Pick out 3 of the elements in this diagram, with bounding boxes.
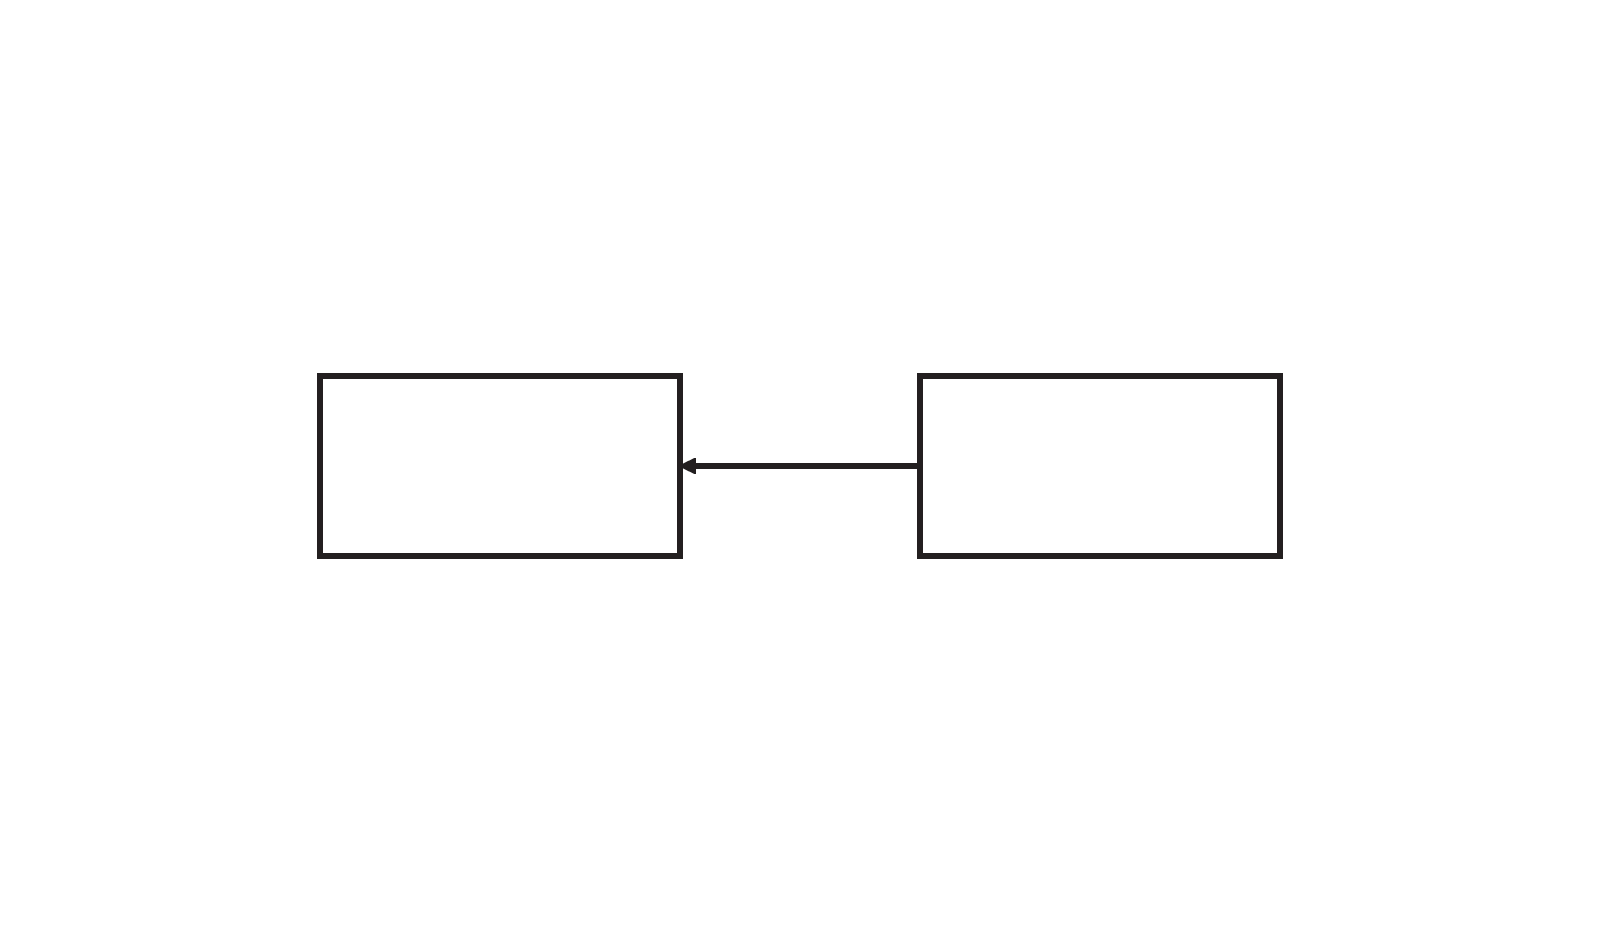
node-box <box>917 373 1283 559</box>
node-box <box>317 373 683 559</box>
arrow <box>679 457 920 475</box>
